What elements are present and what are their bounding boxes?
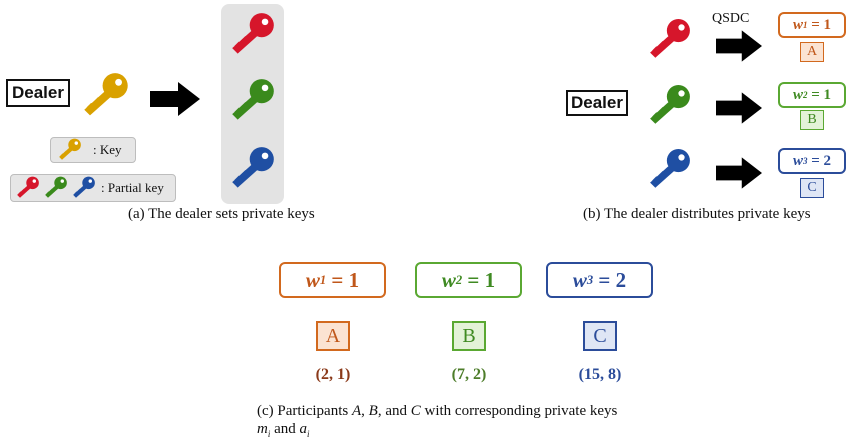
green-partial-key-icon <box>232 79 274 120</box>
panel-b-weight-sub-2: 2 <box>802 90 808 100</box>
panel-c-participant-c: C <box>593 324 607 347</box>
panel-c-caption-line-1: (c) Participants A, B, and C with corres… <box>257 403 617 420</box>
caption-var-m: m <box>257 421 268 437</box>
panel-b-weight-val-2: = 1 <box>811 86 832 103</box>
panel-c-weight-sub-2: 2 <box>455 272 463 287</box>
panel-b-participant-box-b: B <box>800 110 824 130</box>
panel-a-caption: (a) The dealer sets private keys <box>128 206 315 222</box>
panel-c-participant-box-b: B <box>452 321 486 351</box>
panel-b-caption: (b) The dealer distributes private keys <box>583 206 811 222</box>
legend-blue-key-icon <box>73 176 95 198</box>
panel-c-weight-var-1: w <box>305 267 320 292</box>
panel-c-caption-line-2: mi and ai <box>257 421 310 439</box>
panel-b-participant-c: C <box>807 180 817 195</box>
legend-green-key-icon <box>45 176 67 198</box>
panel-c-weight-val-2: = 1 <box>467 267 496 292</box>
panel-b-participant-a: A <box>806 44 818 59</box>
gold-key-icon <box>84 73 128 116</box>
caption-var-b: B <box>368 403 378 419</box>
panel-b-participant-box-a: A <box>800 42 824 62</box>
caption-var-a: A <box>351 403 362 419</box>
panel-c-weight-sub-3: 3 <box>586 272 594 287</box>
caption-var-c: C <box>410 403 421 419</box>
legend-partial-key: : Partial key <box>10 174 176 202</box>
qsdc-label: QSDC <box>712 11 750 26</box>
caption-prefix: (c) Participants <box>257 403 352 419</box>
caption-sep-2: , and <box>377 403 411 419</box>
panel-b-weight-var-2: w <box>792 86 803 103</box>
panel-c-pair-c: (15, 8) <box>578 366 622 383</box>
panel-b-weight-var-3: w <box>792 152 803 169</box>
panel-a-arrow <box>150 82 200 116</box>
panel-b-arrow-3 <box>716 157 762 189</box>
caption-var-a-sub: i <box>307 429 310 439</box>
panel-c-weight-var-3: w <box>572 267 587 292</box>
panel-b-dealer-box: Dealer <box>566 90 628 116</box>
panel-b-arrow-2 <box>716 92 762 124</box>
panel-c-weight-var-2: w <box>441 267 456 292</box>
panel-b-dealer-label: Dealer <box>571 93 623 112</box>
blue-partial-key-icon <box>232 147 274 188</box>
panel-b-weight-val-1: = 1 <box>811 16 832 33</box>
legend-partial-key-label: : Partial key <box>101 180 164 195</box>
panel-b-weight-var-1: w <box>792 16 803 33</box>
panel-b-participant-box-c: C <box>800 178 824 198</box>
panel-b-participant-b: B <box>807 112 817 127</box>
panel-c-participant-box-a: A <box>316 321 350 351</box>
legend-key-label: : Key <box>93 142 122 157</box>
caption-var-m-sub: i <box>267 429 271 439</box>
panel-c-pair-a: (2, 1) <box>315 366 351 383</box>
caption-suffix: with corresponding private keys <box>420 403 618 419</box>
panel-c-participant-b: B <box>462 324 476 347</box>
panel-c-weight-val-3: = 2 <box>598 267 627 292</box>
caption-sep-1: , <box>361 403 369 419</box>
legend-gold-key-icon <box>59 138 81 160</box>
red-partial-key-icon <box>232 13 274 54</box>
panel-c-weight-sub-1: 1 <box>319 272 327 287</box>
panel-a-dealer-label: Dealer <box>12 83 64 102</box>
panel-b-arrow-1 <box>716 30 762 62</box>
panel-a-dealer-box: Dealer <box>6 79 70 107</box>
panel-c-weight-val-1: = 1 <box>331 267 360 292</box>
panel-b-weight-sub-1: 1 <box>802 20 808 30</box>
panel-b-weight-val-3: = 2 <box>811 152 832 169</box>
panel-c-participant-a: A <box>325 324 341 347</box>
panel-b-weight-sub-3: 3 <box>802 156 808 166</box>
legend-red-key-icon <box>17 176 39 198</box>
caption-var-a-lower: a <box>299 421 308 437</box>
panel-b-blue-key-icon <box>650 149 690 188</box>
panel-b-red-key-icon <box>650 19 690 58</box>
legend-key: : Key <box>50 137 136 163</box>
panel-b-green-key-icon <box>650 85 690 124</box>
panel-c-pair-b: (7, 2) <box>451 366 487 383</box>
caption-and: and <box>270 421 300 437</box>
panel-c-participant-box-c: C <box>583 321 617 351</box>
